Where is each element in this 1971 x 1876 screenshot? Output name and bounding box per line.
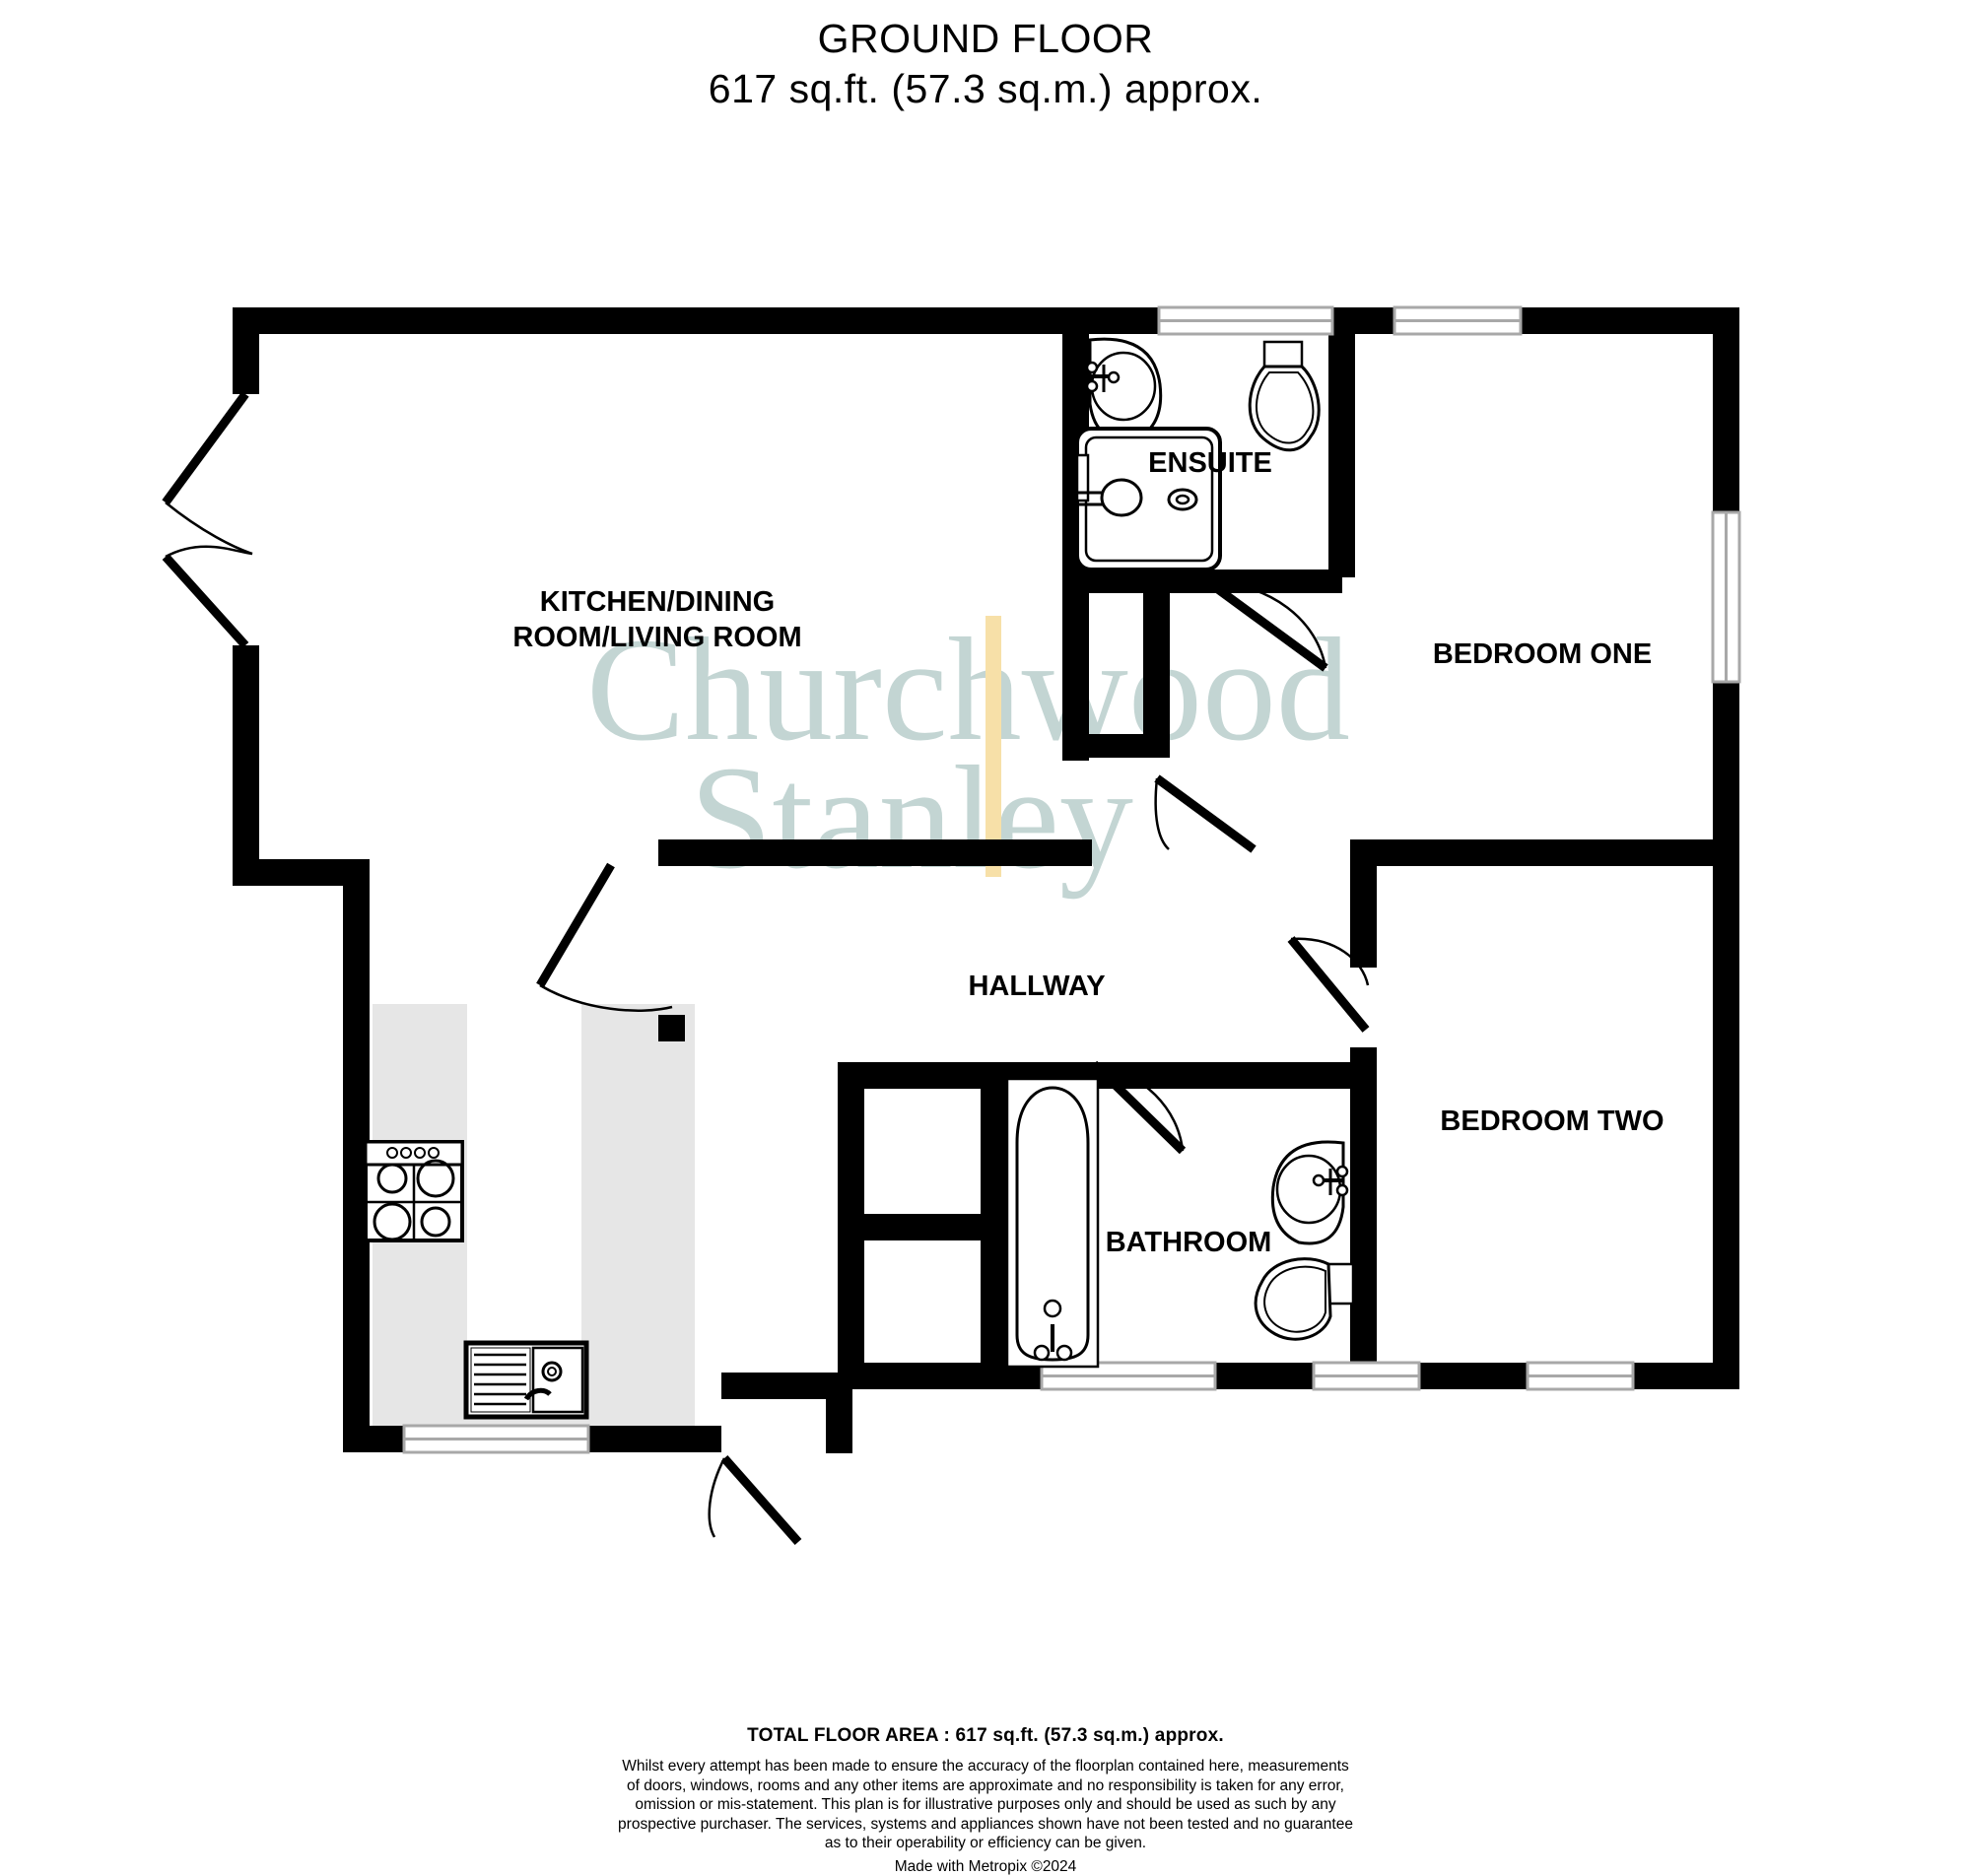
room-label-ensuite: ENSUITE bbox=[1148, 447, 1272, 479]
disclaimer-line-4: prospective purchaser. The services, sys… bbox=[618, 1815, 1353, 1833]
window-kitchen bbox=[402, 1424, 590, 1454]
ensuite-toilet-icon bbox=[1248, 340, 1321, 452]
bathtub-icon bbox=[1005, 1077, 1100, 1369]
ensuite-wash-basin-icon bbox=[1085, 337, 1163, 442]
door-bedroom-one bbox=[1154, 774, 1257, 853]
door-bedroom-two bbox=[1287, 936, 1370, 1033]
room-label-hallway: HALLWAY bbox=[968, 971, 1105, 1002]
room-labels: KITCHEN/DINING ROOM/LIVING ROOM ENSUITE … bbox=[512, 447, 1664, 1258]
bathroom-toilet-icon bbox=[1254, 1257, 1355, 1341]
doors bbox=[162, 391, 1370, 1545]
door-living-hall bbox=[536, 862, 673, 1012]
room-label-bedroom-two: BEDROOM TWO bbox=[1440, 1106, 1664, 1137]
windows bbox=[402, 305, 1741, 1454]
page-header: GROUND FLOOR 617 sq.ft. (57.3 sq.m.) app… bbox=[0, 14, 1971, 114]
watermark: Churchwood Stanley bbox=[586, 608, 1350, 900]
watermark-accent-h bbox=[986, 616, 1001, 749]
door-bathroom bbox=[1090, 1060, 1187, 1155]
door-french-living bbox=[162, 391, 253, 649]
room-label-kitchen-line2: ROOM/LIVING ROOM bbox=[512, 622, 801, 653]
page-title: GROUND FLOOR bbox=[817, 16, 1154, 61]
disclaimer-line-5: as to their operability or efficiency ca… bbox=[824, 1835, 1147, 1851]
bathroom-wash-basin-icon bbox=[1270, 1140, 1349, 1245]
disclaimer-line-3: omission or mis-statement. This plan is … bbox=[635, 1796, 1336, 1813]
room-label-kitchen-line1: KITCHEN/DINING bbox=[540, 586, 775, 618]
room-label-bathroom: BATHROOM bbox=[1106, 1227, 1272, 1258]
total-floor-area: TOTAL FLOOR AREA : 617 sq.ft. (57.3 sq.m… bbox=[747, 1725, 1224, 1746]
made-with-credit: Made with Metropix ©2024 bbox=[894, 1858, 1077, 1875]
window-bedroom-one-side bbox=[1711, 510, 1741, 684]
kitchen-hob-icon bbox=[364, 1140, 464, 1242]
window-bathroom bbox=[1040, 1361, 1217, 1391]
watermark-line2: Stanley bbox=[690, 736, 1133, 900]
room-label-bedroom-one: BEDROOM ONE bbox=[1433, 638, 1652, 670]
disclaimer: Whilst every attempt has been made to en… bbox=[0, 1757, 1971, 1853]
walls bbox=[233, 307, 1739, 1453]
window-bedroom-one-top bbox=[1393, 305, 1523, 336]
door-ensuite bbox=[1204, 577, 1328, 672]
window-bedroom-two bbox=[1312, 1361, 1635, 1391]
kitchen-sink-icon bbox=[463, 1340, 589, 1420]
floorplan-page: GROUND FLOOR 617 sq.ft. (57.3 sq.m.) app… bbox=[0, 14, 1971, 1875]
page-subtitle-area: 617 sq.ft. (57.3 sq.m.) approx. bbox=[708, 66, 1263, 111]
disclaimer-line-2: of doors, windows, rooms and any other i… bbox=[626, 1776, 1344, 1794]
floorplan-drawing: Churchwood Stanley bbox=[162, 305, 1741, 1545]
watermark-line1: Churchwood bbox=[586, 608, 1350, 771]
shower-enclosure-icon bbox=[1075, 427, 1222, 571]
window-ensuite bbox=[1157, 305, 1334, 336]
door-entrance bbox=[708, 1455, 802, 1545]
disclaimer-line-1: Whilst every attempt has been made to en… bbox=[622, 1758, 1349, 1775]
